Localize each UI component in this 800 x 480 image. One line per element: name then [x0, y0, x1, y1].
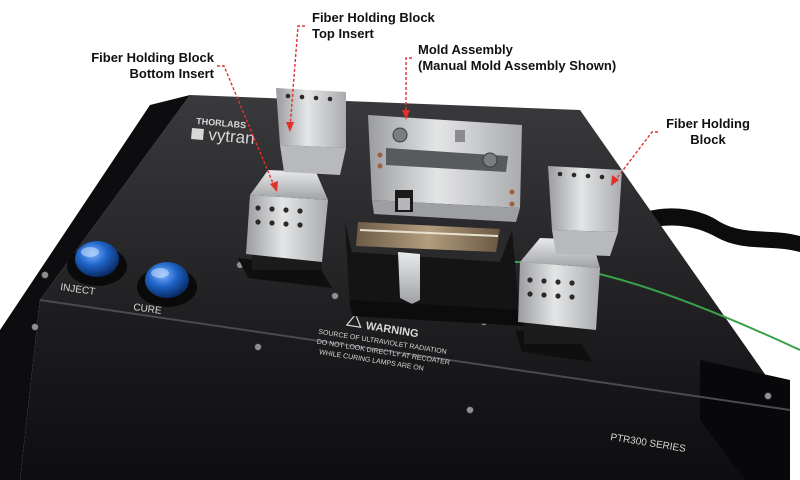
- mold-channel: [356, 222, 500, 252]
- inject-button: [67, 241, 127, 286]
- cure-button: [137, 262, 197, 307]
- inject-label: INJECT: [60, 282, 96, 298]
- callout-mold-assembly-line-2: (Manual Mold Assembly Shown): [418, 58, 617, 73]
- callout-mold-assembly: Mold Assembly (Manual Mold Assembly Show…: [418, 42, 616, 74]
- callout-line-bottom-insert: [217, 65, 276, 189]
- callout-arrowheads: [270, 110, 619, 192]
- mold-latch: [398, 252, 420, 304]
- callout-holding-block-line-1: Fiber Holding: [666, 116, 750, 131]
- callout-top-insert-line-2: Top Insert: [312, 26, 374, 41]
- callout-line-mold-assembly: [405, 57, 412, 116]
- callout-lines: [217, 25, 658, 189]
- cure-label: CURE: [133, 302, 163, 317]
- callout-holding-block: Fiber Holding Block: [660, 116, 756, 148]
- power-cable: [620, 208, 800, 252]
- top-insert-plate: [276, 88, 346, 148]
- right-fiber-holding-block: [515, 166, 622, 362]
- callout-line-holding-block: [613, 131, 658, 183]
- side-block: [700, 360, 790, 480]
- mold-assembly: [345, 115, 524, 326]
- callout-line-top-insert: [289, 25, 305, 129]
- housing-side: [0, 95, 190, 480]
- callout-top-insert: Fiber Holding Block Top Insert: [312, 10, 435, 42]
- vytran-logo-icon: [191, 128, 204, 141]
- brand-thorlabs: THORLABS: [196, 116, 247, 130]
- callout-holding-block-line-2: Block: [690, 132, 726, 147]
- brand-vytran: vytran: [208, 125, 256, 148]
- callout-mold-assembly-line-1: Mold Assembly: [418, 42, 513, 57]
- callout-bottom-insert: Fiber Holding Block Bottom Insert: [74, 50, 214, 82]
- callout-top-insert-line-1: Fiber Holding Block: [312, 10, 435, 25]
- left-fiber-holding-block: [238, 88, 346, 288]
- callout-bottom-insert-line-1: Fiber Holding Block: [91, 50, 214, 65]
- housing-front: [20, 300, 790, 480]
- callout-bottom-insert-line-2: Bottom Insert: [129, 66, 215, 81]
